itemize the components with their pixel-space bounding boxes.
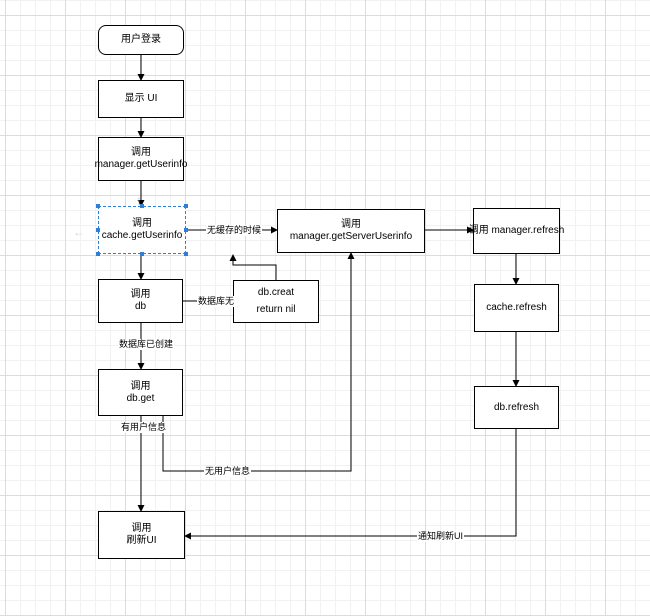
node-call-refresh-ui-line2: 刷新UI (126, 535, 157, 546)
node-call-cache-getuserinfo-line1: 调用 (132, 218, 152, 229)
node-call-refresh-ui-line1: 调用 (131, 523, 152, 534)
connect-arrow-up-icon[interactable]: ↑ (136, 193, 142, 207)
edge-label-db-created: 数据库已创建 (118, 339, 175, 350)
edge-label-no-cache: 无缓存的时候 (206, 225, 263, 236)
node-call-db-line2: db (134, 301, 147, 312)
resize-handle-right[interactable] (184, 228, 188, 232)
resize-handle-top[interactable] (140, 204, 144, 208)
node-call-cache-getuserinfo[interactable]: 调用 cache.getUserinfo (96, 204, 188, 256)
node-call-cache-getuserinfo-line2: cache.getUserinfo (101, 230, 183, 241)
edge-label-has-user: 有用户信息 (120, 422, 168, 433)
node-call-manager-refresh-text: 调用 manager.refresh (468, 225, 565, 236)
node-call-refresh-ui[interactable]: 调用 刷新UI (98, 511, 185, 559)
node-db-refresh-text: db.refresh (493, 401, 540, 413)
edge-db-refresh-to-refresh-ui (184, 429, 517, 540)
node-db-creat-line1: db.creat (257, 286, 295, 298)
resize-handle-bottom-right[interactable] (184, 252, 188, 256)
node-show-ui-text: 显示 UI (124, 93, 158, 104)
edge-db-get-to-server-get (162, 252, 355, 472)
node-call-db[interactable]: 调用 db (98, 279, 183, 323)
node-db-refresh[interactable]: db.refresh (474, 386, 559, 429)
node-user-login-text: 用户登录 (121, 34, 161, 45)
resize-handle-bottom-left[interactable] (96, 252, 100, 256)
node-call-manager-getserveruserinfo-line1: 调用 (341, 219, 361, 230)
node-call-db-get-line2: db.get (126, 392, 155, 404)
node-show-ui[interactable]: 显示 UI (98, 80, 184, 118)
connect-arrow-left-icon[interactable]: ← (73, 225, 85, 239)
node-call-manager-getserveruserinfo-line2: manager.getServerUserinfo (289, 231, 413, 242)
edge-label-notify-refresh: 通知刷新UI (417, 531, 465, 542)
node-call-db-get[interactable]: 调用 db.get (98, 369, 183, 416)
node-user-login[interactable]: 用户登录 (98, 25, 184, 55)
node-db-creat-line2: return nil (256, 304, 296, 316)
resize-handle-left[interactable] (96, 228, 100, 232)
resize-handle-top-right[interactable] (184, 204, 188, 208)
edge-label-no-user: 无用户信息 (204, 466, 252, 477)
edge-db-creat-to-cache-get (229, 254, 277, 280)
node-db-creat[interactable]: db.creat return nil (233, 280, 319, 323)
node-call-manager-getuserinfo[interactable]: 调用 manager.getUserinfo (95, 137, 187, 181)
node-call-manager-refresh[interactable]: 调用 manager.refresh (469, 208, 564, 254)
node-cache-refresh-text: cache.refresh (486, 302, 547, 313)
node-call-manager-getuserinfo-line2: manager.getUserinfo (94, 159, 188, 170)
node-call-db-line1: 调用 (130, 289, 151, 300)
resize-handle-top-left[interactable] (96, 204, 100, 208)
node-call-db-get-line1: 调用 (130, 380, 151, 392)
resize-handle-bottom[interactable] (140, 252, 144, 256)
edge-label-db-none: 数据库无 (197, 296, 236, 307)
node-call-manager-getserveruserinfo[interactable]: 调用 manager.getServerUserinfo (277, 209, 425, 253)
node-cache-refresh[interactable]: cache.refresh (474, 284, 559, 332)
node-call-manager-getuserinfo-line1: 调用 (131, 147, 151, 158)
